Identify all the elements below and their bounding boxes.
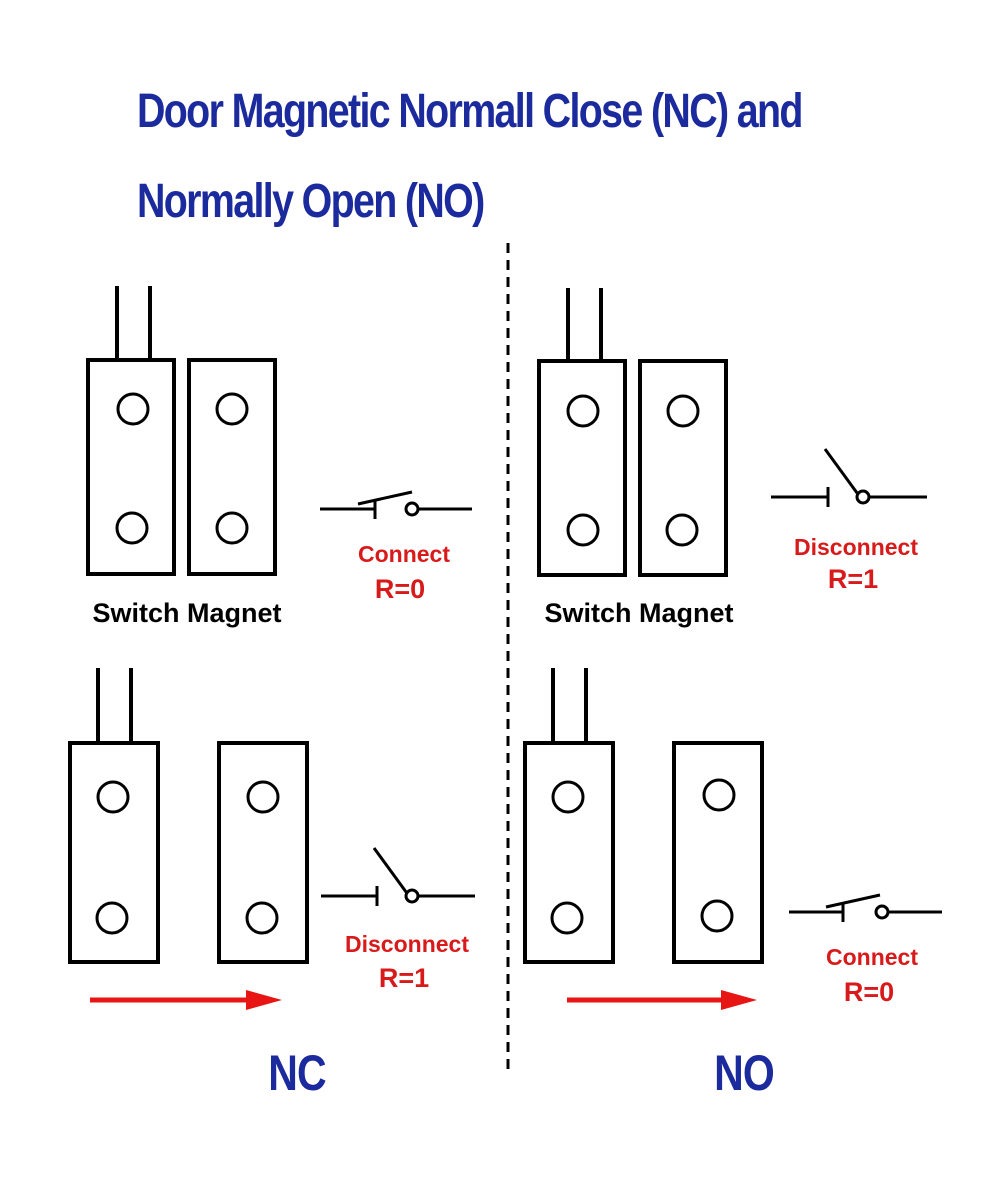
no-closed-resistance-label: R=1 (827, 564, 879, 594)
nc-closed-state-label: Connect (358, 541, 450, 567)
nc-apart-state-label: Disconnect (345, 931, 469, 957)
no-apart-state-label: Connect (826, 944, 918, 970)
no-closed-switch-body (537, 288, 627, 577)
no-apart-switch-body (523, 668, 615, 964)
nc-movement-arrow (90, 990, 282, 1010)
nc-apart-resistance-label: R=1 (378, 963, 430, 993)
nc-closed-switch-symbol (320, 490, 472, 519)
nc-closed-magnet (187, 358, 277, 576)
no-mode-label: NO (714, 1045, 775, 1101)
nc-apart-switch-symbol (321, 847, 475, 906)
nc-closed-resistance-label: R=0 (374, 574, 426, 604)
nc-mode-label: NC (268, 1045, 326, 1101)
nc-closed-switch-body (86, 286, 176, 576)
no-movement-arrow (567, 990, 757, 1010)
nc-apart-switch-body (68, 668, 160, 964)
no-closed-switch-symbol (771, 448, 927, 507)
nc-switch-magnet-label: Switch Magnet (92, 598, 282, 628)
page-title-line-2: Normally Open (NO) (137, 175, 485, 228)
page-title-line-1: Door Magnetic Normall Close (NC) and (137, 85, 803, 138)
nc-apart-magnet (217, 741, 309, 964)
no-apart-resistance-label: R=0 (843, 977, 895, 1007)
no-closed-state-label: Disconnect (794, 534, 918, 560)
no-closed-magnet (638, 359, 728, 577)
no-switch-magnet-label: Switch Magnet (544, 598, 734, 628)
no-apart-switch-symbol (789, 893, 942, 922)
no-apart-magnet (672, 741, 764, 964)
